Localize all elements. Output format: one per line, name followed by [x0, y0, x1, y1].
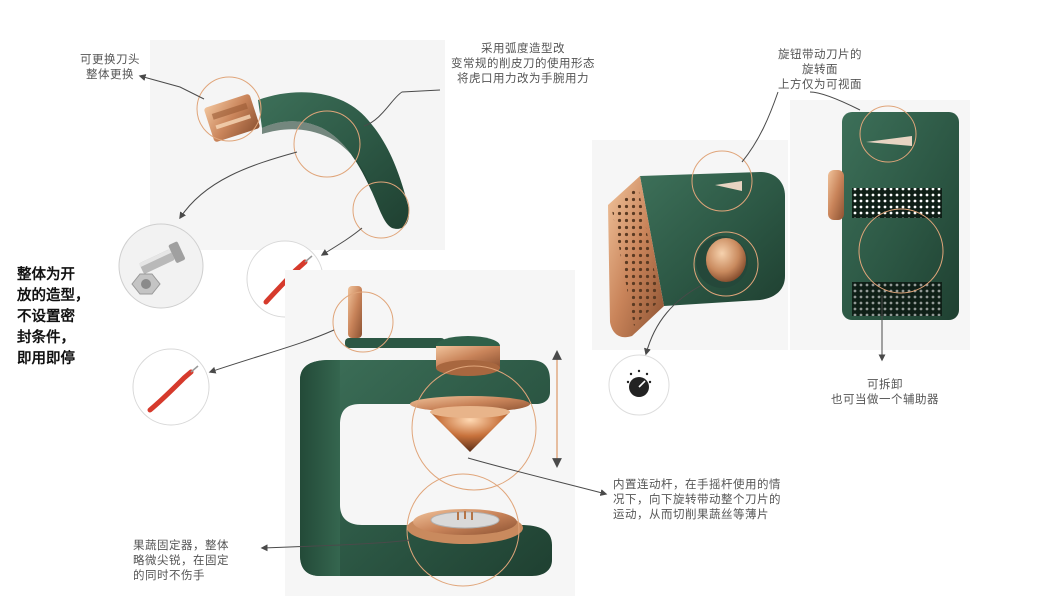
- grater-box-render: [790, 100, 970, 350]
- grater-box-render: [592, 140, 788, 350]
- annotation-knob-drive: 旋钮带动刀片的 旋转面 上方仅为可视面: [778, 47, 862, 91]
- knob-dial-icon: [608, 354, 670, 416]
- screw-nut-icon: [118, 223, 204, 309]
- red-wire-icon: [132, 348, 210, 426]
- annotation-blade-head: 可更换刀头 整体更换: [80, 52, 140, 81]
- annotation-detachable: 可拆卸 也可当做一个辅助器: [831, 377, 939, 406]
- hand-crank-slicer-render: [285, 270, 575, 596]
- leader-lines: [138, 74, 886, 552]
- annotation-linkage: 内置连动杆，在手摇杆使用的情 况下，向下旋转带动整个刀片的 运动，从而切削果蔬丝…: [613, 477, 781, 521]
- annotation-open-design: 整体为开 放的造型， 不设置密 封条件， 即用即停: [17, 267, 90, 367]
- annotation-holder: 果蔬固定器，整体 略微尖锐，在固定 的同时不伤手: [133, 538, 229, 582]
- peeler-render: [150, 40, 445, 250]
- annotation-arc-shape: 采用弧度造型改 变常规的削皮刀的使用形态 将虎口用力改为手腕用力: [451, 41, 595, 85]
